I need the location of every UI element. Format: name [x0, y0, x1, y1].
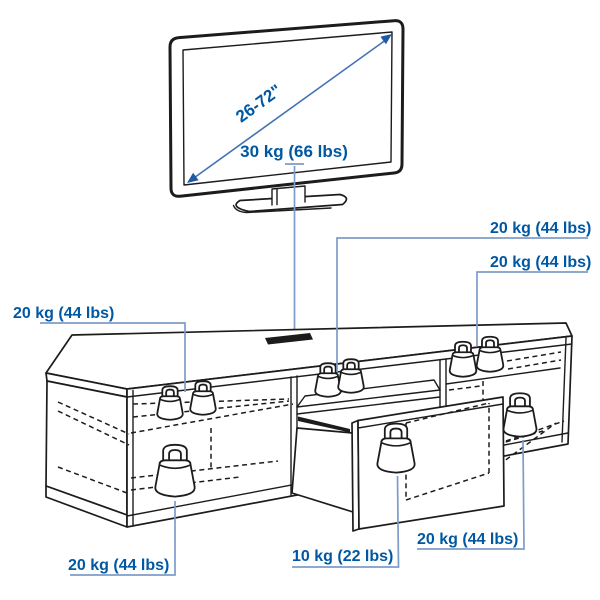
tv-stand-base-rim	[232, 204, 332, 214]
leader-left-shelf	[40, 322, 186, 392]
tv-max-load-label: 30 kg (66 lbs)	[240, 142, 348, 161]
cable-outlet-slot	[265, 333, 313, 345]
capacity-label-left-shelf: 20 kg (44 lbs)	[13, 305, 114, 322]
leader-right-shelf	[476, 271, 588, 346]
capacity-label-drawer: 10 kg (22 lbs)	[292, 548, 393, 565]
tv-bench-illustration	[45, 322, 573, 532]
tv-stand-neck-outline	[271, 185, 306, 206]
drawer-gap-slot	[298, 416, 350, 433]
drawer-side-panel	[291, 427, 354, 513]
leader-drawer	[292, 475, 400, 568]
leader-left-bottom	[70, 501, 176, 576]
middle-shelf	[296, 379, 441, 415]
capacity-label-middle-shelf: 20 kg (44 lbs)	[490, 220, 591, 237]
capacity-callouts: 20 kg (44 lbs) 20 kg (44 lbs) 20 kg (44 …	[13, 220, 591, 576]
bench-right-inner-edge	[561, 337, 567, 443]
right-shelf-edge	[445, 367, 561, 385]
capacity-label-left-bottom: 20 kg (44 lbs)	[68, 557, 169, 574]
tv-stand-neck	[272, 186, 305, 205]
capacity-label-right-shelf: 20 kg (44 lbs)	[490, 254, 591, 271]
leader-right-bottom	[417, 439, 525, 550]
drawer-front-top-band	[357, 403, 504, 429]
leader-middle-shelf	[336, 237, 588, 372]
capacity-label-right-bottom: 20 kg (44 lbs)	[417, 531, 518, 548]
tv-screen	[182, 31, 393, 186]
open-drawer	[291, 396, 505, 532]
tv-illustration: 26-72"	[168, 19, 405, 214]
diagonal-size-arrow	[187, 34, 392, 183]
